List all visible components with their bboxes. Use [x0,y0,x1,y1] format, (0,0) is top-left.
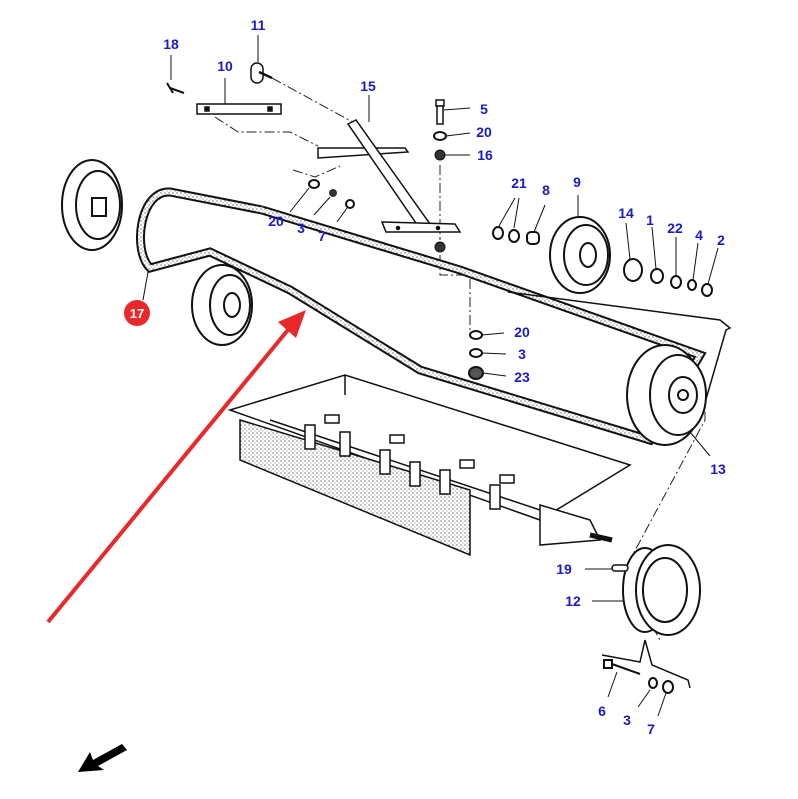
callout-22: 22 [667,220,683,236]
callout-10: 10 [217,58,233,74]
washer-21a [492,226,504,240]
callout-1: 1 [646,212,654,228]
callout-6: 6 [598,703,606,719]
spacer-16 [434,149,446,161]
leader-lines [142,35,719,717]
callout-13: 13 [710,461,726,477]
bolt-5 [435,99,445,125]
rotor-housing [227,374,632,557]
drum-pulley-13 [626,344,707,446]
nut-2 [701,283,713,297]
callout-3-left: 3 [297,220,305,236]
callout-20-mid: 20 [514,324,530,340]
callout-15: 15 [360,78,376,94]
callout-16: 16 [477,147,493,163]
travel-direction-icon [78,744,127,772]
callout-20-top: 20 [476,124,492,140]
nut-7-left [345,199,355,209]
spacer-lower [434,241,446,253]
lock-washer-3-mid [469,348,483,358]
rotor-blades [304,414,515,510]
lock-washer-4 [687,279,697,291]
flange-pulley-12 [622,544,701,636]
support-stand-15 [317,119,462,233]
highlighted-part-badge[interactable]: 17 [124,300,150,326]
callout-9: 9 [573,174,581,190]
v-belt-17 [135,187,707,446]
washer-21b [508,229,520,243]
callout-19: 19 [556,561,572,577]
bolt-18 [166,82,185,94]
washer-20 [433,131,447,141]
nut-23 [468,366,484,380]
callout-7-left: 7 [318,228,326,244]
callout-5: 5 [480,101,488,117]
callout-2: 2 [717,232,725,248]
lock-washer-3-left [329,189,337,197]
nut-7-bottom [662,680,674,694]
callout-11: 11 [250,17,266,33]
callout-3-mid: 3 [518,346,526,362]
callout-7-bottom: 7 [647,721,655,737]
idler-pulley [191,264,253,346]
callout-3-bottom: 3 [623,712,631,728]
highlight-arrow [46,310,306,624]
callout-12: 12 [565,593,581,609]
circlip-1 [650,268,664,284]
callout-14: 14 [618,205,634,221]
bushing-8 [526,231,540,245]
pin-19 [611,564,629,572]
mounting-bracket [601,639,691,689]
callout-18: 18 [163,36,179,52]
washer-20-mid [469,330,483,340]
callout-20-left: 20 [268,213,284,229]
belt-guard-outline [507,291,732,421]
callout-8: 8 [542,182,550,198]
bolt-6 [603,659,641,675]
pulley-9 [549,216,611,294]
bearing-14 [623,258,643,282]
bracket-strip-10 [196,103,282,115]
callout-21: 21 [511,175,527,191]
slotted-pin-11 [250,62,273,84]
callout-23: 23 [514,369,530,385]
drive-flange-pulley [61,159,123,251]
callout-4: 4 [695,227,703,243]
washer-20-left [308,179,320,189]
washer-22 [670,275,682,289]
lock-washer-3-bottom [648,677,658,689]
